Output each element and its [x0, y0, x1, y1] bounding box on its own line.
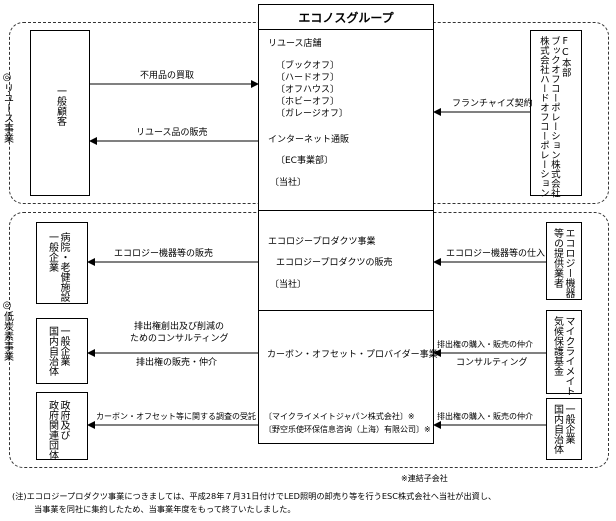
stores-heading: リユース店舗 [268, 39, 322, 49]
carbon-consult-label-2: ためのコンサルティング [130, 334, 229, 344]
eco-company-ref: 〔当社〕 [270, 280, 307, 290]
franchisor-box [530, 30, 582, 196]
carbon-customer-label: 一般企業 国内自治体 [46, 326, 70, 376]
reuse-section-label: ◎リユース事業 [1, 72, 13, 143]
reuse-company-ref: 〔当社〕 [270, 178, 307, 188]
eco-sub: エコロジープロダクツの販売 [276, 258, 393, 268]
carbon-divider [258, 310, 434, 311]
econos-group-title: エコノスグループ [298, 11, 394, 25]
gov-entity-2: 〔野空乐使环保信息咨询（上海）有限公司〕※ [264, 425, 431, 434]
carbon-heading: カーボン・オフセット・プロバイダー事業 [267, 350, 438, 360]
survey-label: カーボン・オフセット等に関する調査の受託 [96, 412, 256, 421]
climate-fund-label: マイクライメイト 気候保護基金 [551, 316, 575, 396]
arrow-buy-label: 不用品の買取 [140, 71, 195, 81]
reuse-customer-label: 一般顧客 [54, 86, 66, 126]
eco-heading: エコロジープロダクツ事業 [268, 237, 376, 247]
climate-fund-box [546, 310, 582, 394]
carbon-customer-box [36, 318, 88, 384]
carbon-consulting-label: コンサルティング [456, 358, 528, 368]
eco-buy-label: エコロジー機器等の仕入 [446, 249, 546, 259]
arrow-franchise-label: フランチャイズ契約 [452, 99, 533, 109]
store-garageoff: 〔ガレージオフ〕 [276, 109, 348, 119]
franchisor-label: FC本部 ブックオフコーポレーション株式会社 株式会社ハードオフコーポレーション [537, 36, 571, 198]
title-divider [258, 29, 434, 30]
gov-customer-label: 政府及び 政府関連団体 [46, 400, 70, 460]
reuse-customer-box [30, 30, 90, 196]
eco-customer-label: 病院・老健施設 一般企業 [46, 232, 70, 302]
arrow-sell-label: リユース品の販売 [136, 128, 208, 138]
econos-group-box [258, 4, 434, 444]
reuse-divider [258, 210, 434, 211]
eco-supplier-label: エコロジー機器 等の提供業者 [551, 228, 575, 298]
carbon-consult-label-1: 排出権創出及び削減の [134, 322, 225, 332]
store-offhouse: 〔オフハウス〕 [276, 85, 340, 95]
gov-buy-label: 排出権の購入・販売の仲介 [437, 412, 533, 421]
store-hardoff: 〔ハードオフ〕 [276, 73, 340, 83]
subsidiary-footnote: ※連結子会社 [401, 474, 448, 483]
ec-division: 〔EC事業部〕 [276, 156, 333, 166]
internet-heading: インターネット通販 [268, 135, 350, 145]
carbon-buy-label: 排出権の購入・販売の仲介 [437, 340, 533, 349]
gov-partner-label: 一般企業 国内自治体 [551, 404, 575, 454]
eco-supplier-box [546, 222, 582, 300]
gov-entity-1: 〔マイクライメイトジャパン株式会社〕※ [264, 412, 415, 421]
note-line-2: 当事業を同社に集約したため、当事業年度をもって終了いたしました。 [34, 504, 296, 514]
store-bookoff: 〔ブックオフ〕 [276, 61, 340, 71]
carbon-sales-label: 排出権の販売・仲介 [136, 358, 218, 368]
lowcarbon-section-label: ◎低炭素事業 [1, 300, 13, 361]
eco-customer-box [36, 222, 88, 304]
store-hobbyoff: 〔ホビーオフ〕 [276, 97, 340, 107]
eco-sell-label: エコロジー機器等の販売 [114, 249, 214, 259]
note-line-1: (注)エコロジープロダクツ事業につきましては、平成28年７月31日付けでLED照… [12, 491, 497, 501]
gov-partner-box [546, 398, 582, 460]
